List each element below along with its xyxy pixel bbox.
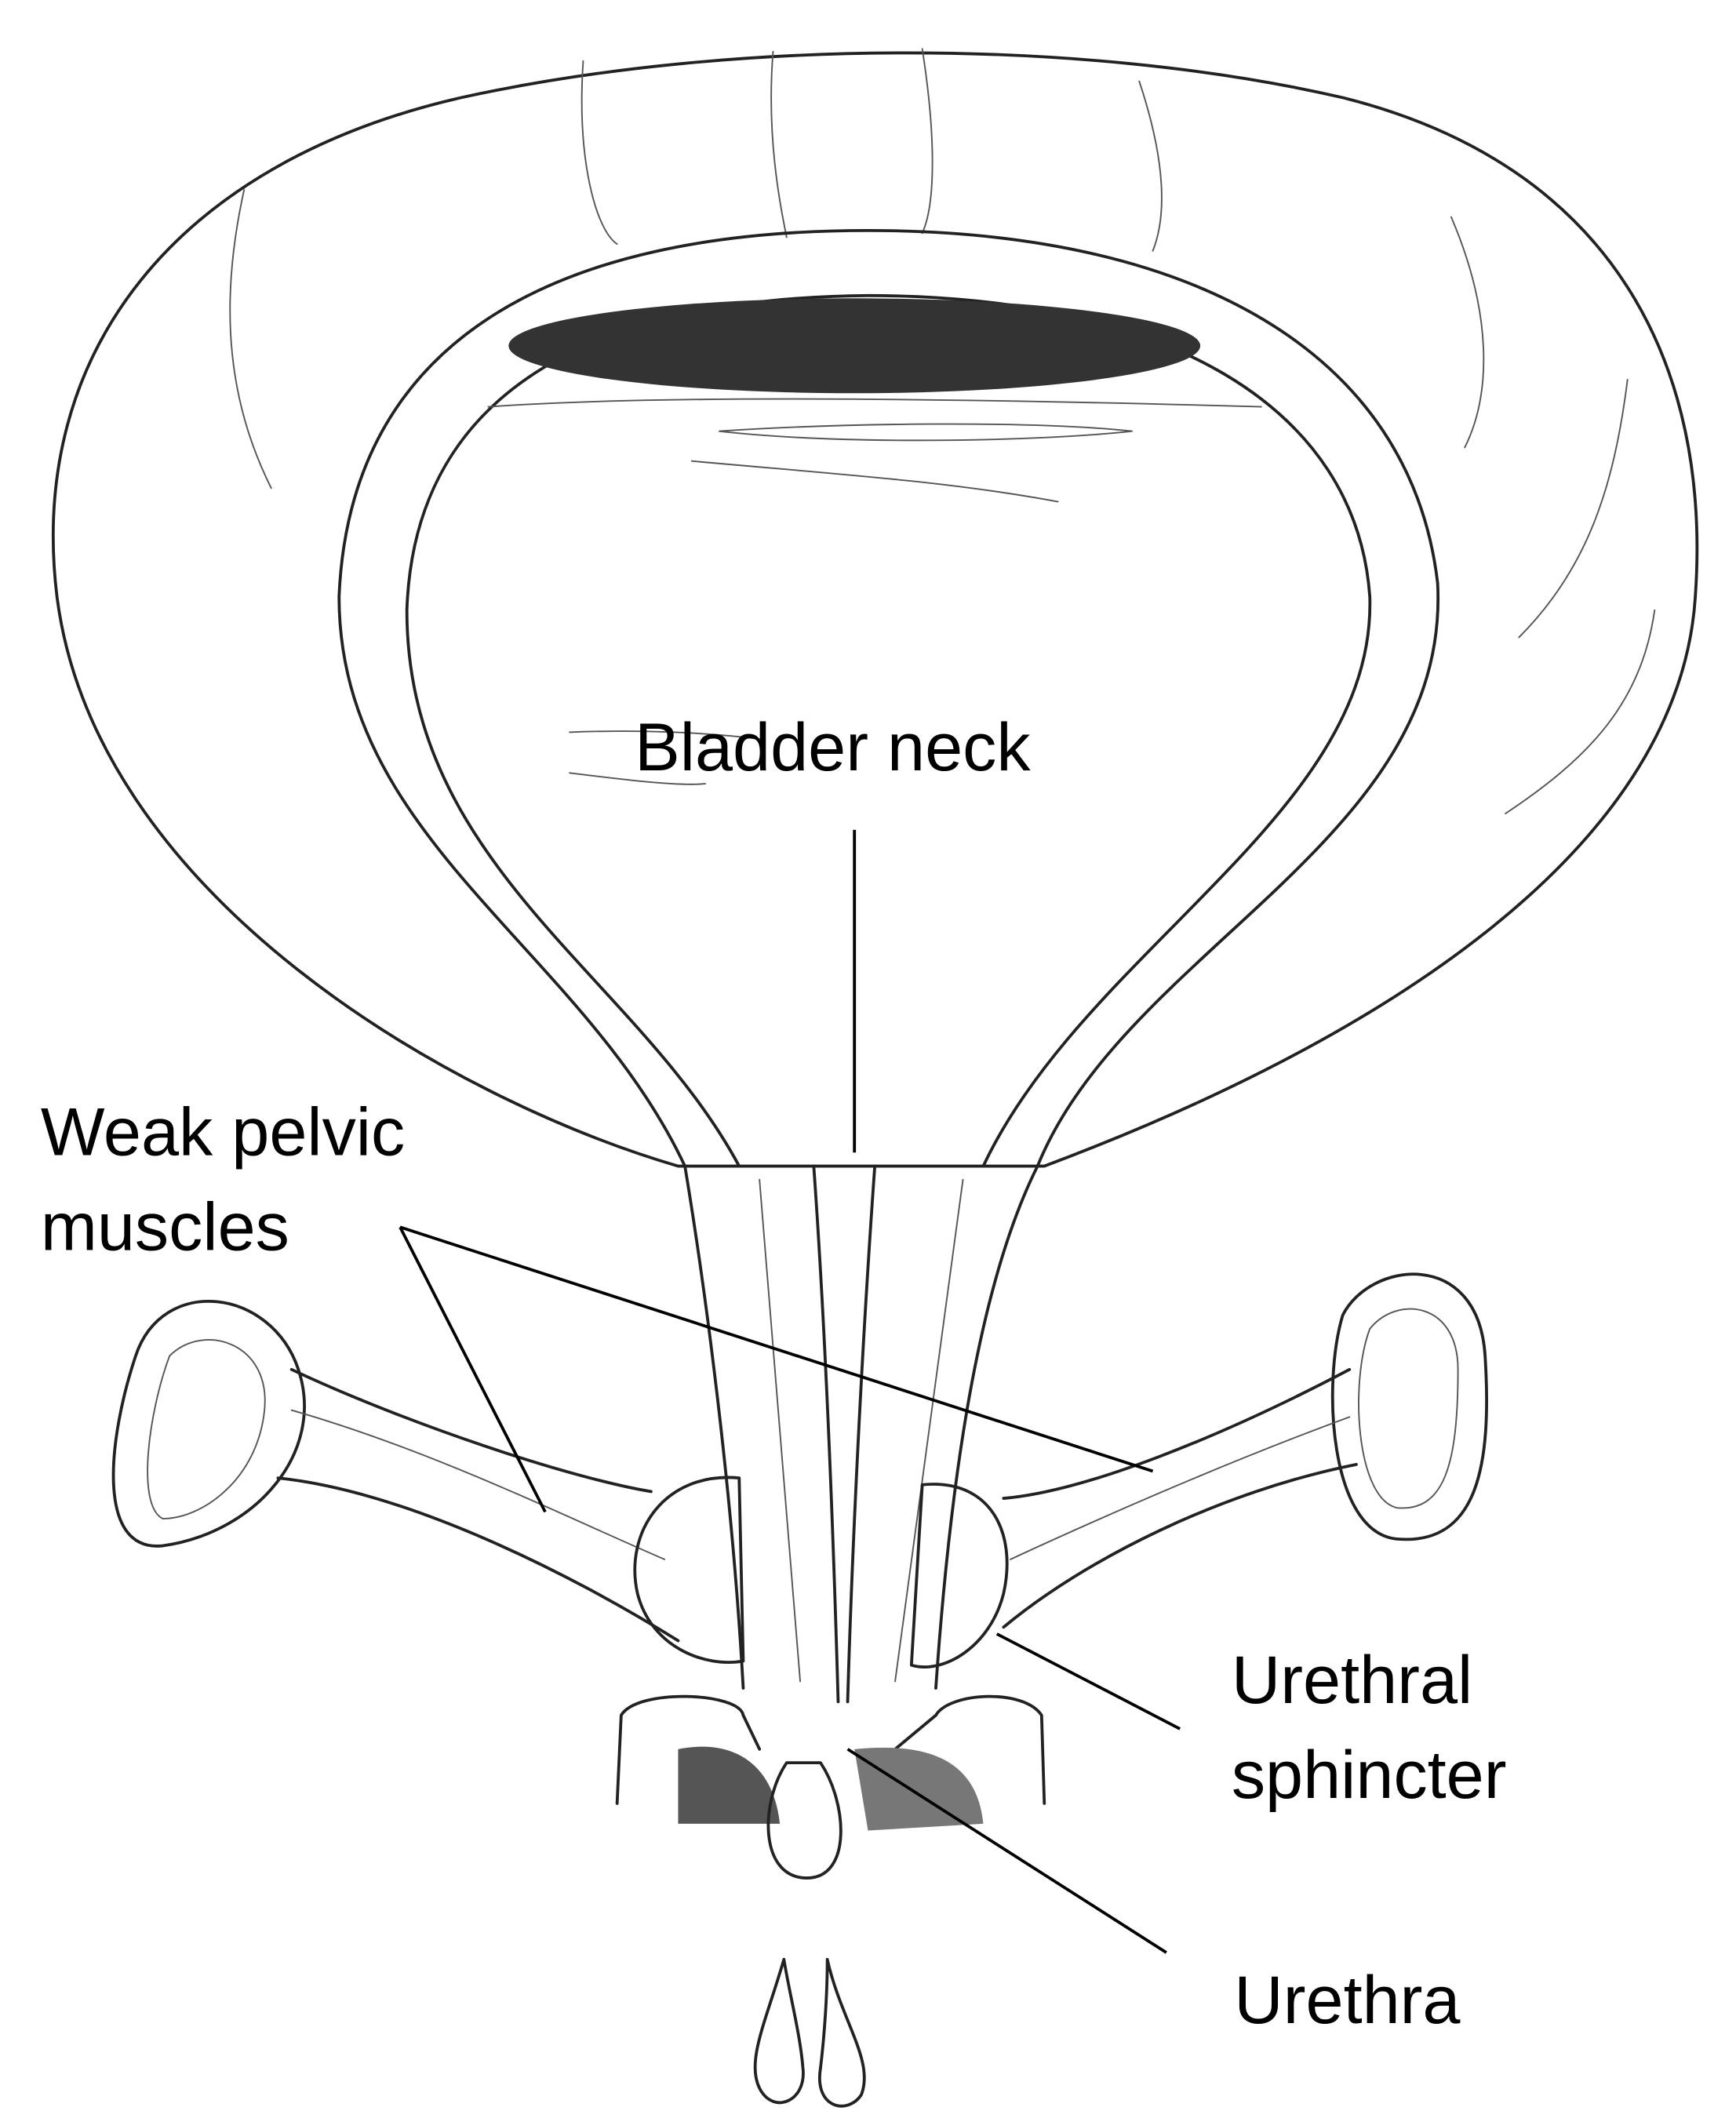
sphincter-leader: [995, 1632, 1181, 1730]
urethra-tube: [683, 1164, 1039, 1704]
urethral-opening: [615, 1694, 1046, 1880]
urethra-leader: [846, 1748, 1167, 1954]
urethral-sphincter: [633, 1476, 1009, 1669]
bladder-outer-wall: [51, 48, 1699, 1168]
label-weak-pelvic: Weak pelvic: [41, 1095, 405, 1170]
pelvic-muscles-leader-right: [399, 1225, 1154, 1473]
label-sphincter: sphincter: [1232, 1738, 1507, 1813]
pelvic-muscles: [276, 1367, 1358, 1643]
bladder-shadow: [508, 298, 1201, 394]
label-muscles: muscles: [41, 1190, 289, 1265]
label-urethral: Urethral: [1232, 1643, 1472, 1718]
pelvic-bone-left: [111, 1300, 306, 1548]
urine-drops: [753, 1957, 866, 2108]
pelvic-muscles-leader-left: [399, 1226, 547, 1513]
label-bladder-neck: Bladder neck: [635, 710, 1031, 785]
pelvic-bone-right: [1330, 1272, 1488, 1541]
label-urethra: Urethra: [1234, 1963, 1461, 2038]
bladder-inner-wall: [337, 228, 1439, 1168]
